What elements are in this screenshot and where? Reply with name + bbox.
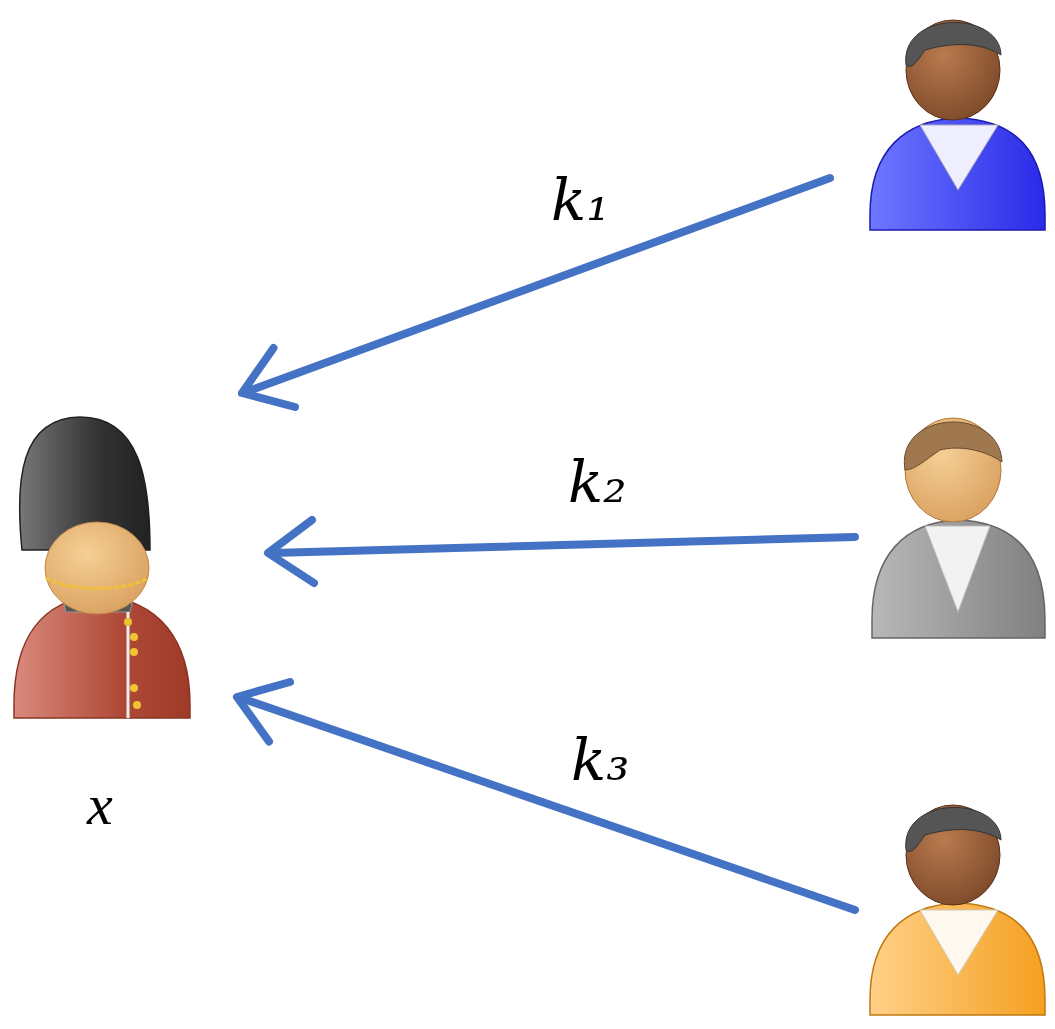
person-figure (872, 418, 1045, 638)
arrow (268, 520, 855, 583)
arrow-label: k₁ (551, 171, 609, 229)
arrow (242, 178, 830, 407)
guard-figure (14, 417, 190, 718)
arrow (237, 682, 855, 910)
guard-node: x (10, 410, 200, 850)
variable-label: x (87, 776, 113, 834)
person-figure (870, 805, 1045, 1015)
person-figure (870, 20, 1045, 230)
arrow-label: k₂ (568, 453, 626, 511)
arrow-label: k₃ (571, 731, 629, 789)
